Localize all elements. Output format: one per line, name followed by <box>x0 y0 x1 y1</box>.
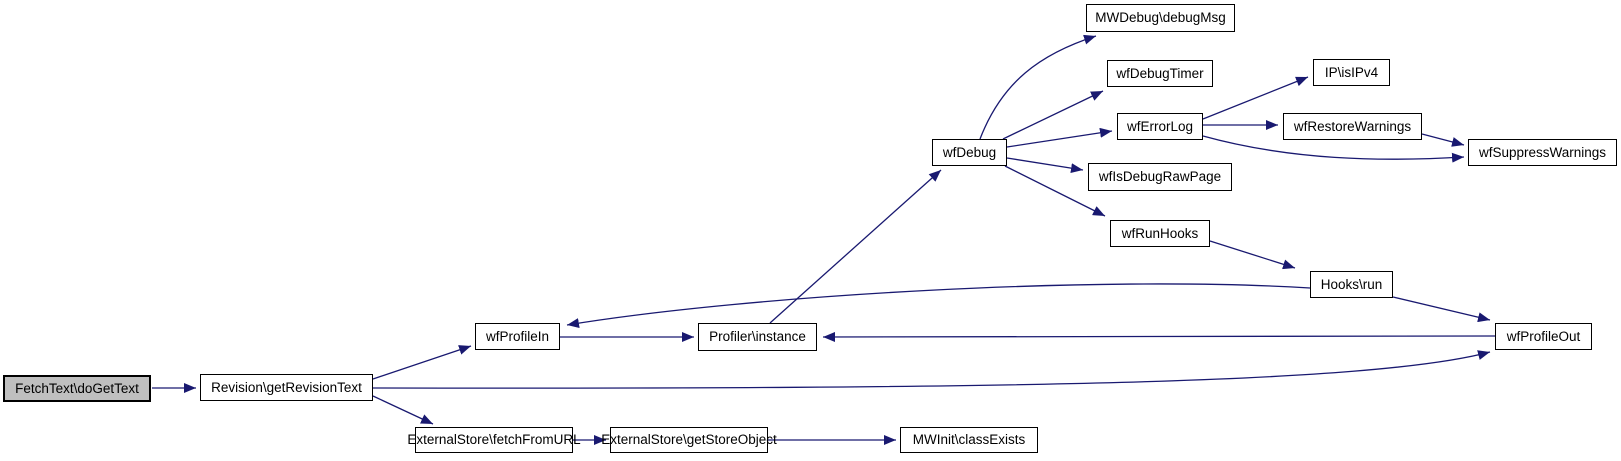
edge-profiler-instance-to-wfdebug <box>769 169 942 324</box>
edge-revision-getrevisiontext-to-wfprofilein <box>372 345 472 380</box>
edges-group <box>152 34 1496 445</box>
node-wfrestorewarnings[interactable]: wfRestoreWarnings <box>1283 113 1422 140</box>
edge-wferrorlog-to-wfsuppresswarnings <box>1202 135 1465 163</box>
node-wfprofileout[interactable]: wfProfileOut <box>1495 323 1592 350</box>
edge-wferrorlog-to-ip-isipv4 <box>1202 76 1309 120</box>
node-revision-getrevisiontext[interactable]: Revision\getRevisionText <box>200 374 373 401</box>
node-wfprofilein[interactable]: wfProfileIn <box>475 323 560 350</box>
node-wfsuppresswarnings[interactable]: wfSuppressWarnings <box>1468 139 1617 166</box>
node-externalstore-getstoreobject[interactable]: ExternalStore\getStoreObject <box>601 427 777 453</box>
node-wferrorlog[interactable]: wfErrorLog <box>1117 113 1203 140</box>
edge-hooks-run-to-wfprofilein <box>566 283 1311 328</box>
node-hooks-run[interactable]: Hooks\run <box>1310 271 1393 298</box>
node-mwinit-classexists[interactable]: MWInit\classExists <box>900 427 1038 453</box>
node-profiler-instance[interactable]: Profiler\instance <box>698 323 817 351</box>
node-externalstore-fetchfromurl[interactable]: ExternalStore\fetchFromURL <box>407 427 581 453</box>
node-ip-isipv4[interactable]: IP\isIPv4 <box>1313 59 1390 86</box>
edge-revision-getrevisiontext-to-wfprofileout <box>372 350 1491 389</box>
edge-wfdebug-to-wfdebugtimer <box>1002 90 1104 140</box>
edge-wfrestorewarnings-to-wfsuppresswarnings <box>1421 133 1465 147</box>
edge-wfrunhooks-to-hooks-run <box>1209 240 1296 270</box>
edge-hooks-run-to-wfprofileout <box>1392 296 1491 323</box>
node-wfdebugtimer[interactable]: wfDebugTimer <box>1107 60 1213 87</box>
node-fetchtext-dogettext: FetchText\doGetText <box>3 375 151 402</box>
node-wfrunhooks[interactable]: wfRunHooks <box>1110 220 1210 247</box>
edge-revision-getrevisiontext-to-externalstore-fetchfromurl <box>372 395 434 425</box>
edge-wfdebug-to-wfrunhooks <box>1004 165 1106 217</box>
edge-wfdebug-to-mwdebug-debugmsg <box>979 34 1097 140</box>
edge-wfdebug-to-wfisdebugrawpage <box>1006 157 1084 174</box>
edge-wfdebug-to-wferrorlog <box>1006 127 1113 148</box>
node-mwdebug-debugmsg[interactable]: MWDebug\debugMsg <box>1086 4 1235 32</box>
node-wfisdebugrawpage[interactable]: wfIsDebugRawPage <box>1088 163 1232 191</box>
edge-wfprofileout-to-profiler-instance <box>822 331 1496 342</box>
node-wfdebug[interactable]: wfDebug <box>932 139 1007 166</box>
